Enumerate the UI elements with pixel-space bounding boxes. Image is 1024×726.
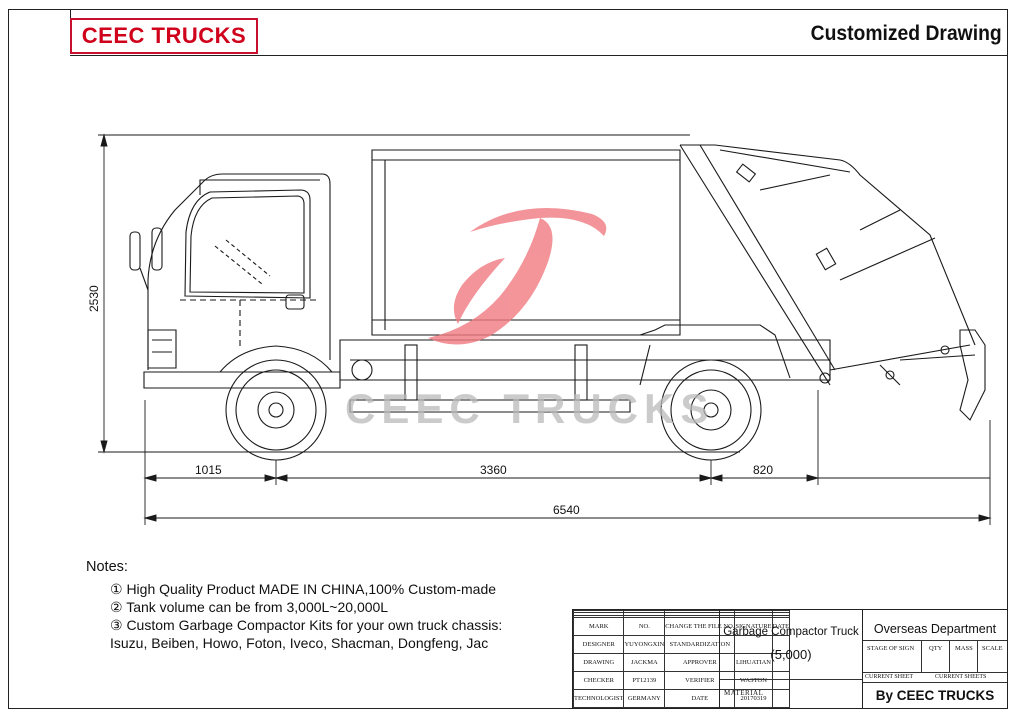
dim-front-overhang-label: 1015: [195, 463, 222, 477]
grid-cell: GERMANY: [623, 688, 666, 709]
divider: [977, 640, 978, 672]
grid-cell: MARK: [572, 616, 625, 636]
rear-wheel: [660, 359, 762, 461]
brand-name: CEEC TRUCKS: [81, 23, 247, 48]
truck-cab: [129, 173, 341, 389]
qty-label: QTY: [929, 645, 943, 652]
divider: [863, 682, 1007, 683]
chassis-frame: [339, 324, 831, 413]
brand-logo-box: CEEC TRUCKS: [70, 18, 258, 54]
product-capacity: (5,000): [770, 647, 812, 662]
current-sheets-label: CURRENT SHEETS: [935, 674, 987, 680]
front-wheel: [219, 345, 333, 461]
dim-rear-overhang-label: 820: [753, 463, 773, 477]
product-name: Garbage Compactor Truck: [723, 626, 859, 638]
by-company: By CEEC TRUCKS: [875, 688, 995, 703]
notes-section: Notes: ① High Quality Product MADE IN CH…: [86, 558, 502, 652]
note-item: ① High Quality Product MADE IN CHINA,100…: [110, 581, 497, 597]
grid-cell: CHECKER: [572, 670, 625, 690]
divider: [921, 640, 922, 672]
grid-cell: DATE: [771, 616, 791, 636]
grid-cell: JACKMA: [623, 652, 666, 672]
drawing-sheet: [8, 9, 1008, 709]
ceec-logo-watermark: [428, 208, 607, 345]
notes-heading: Notes:: [86, 559, 128, 575]
scale-label: SCALE: [982, 645, 1003, 652]
dimension-lines: [98, 133, 992, 525]
dim-overall-length-label: 6540: [553, 503, 580, 517]
grid-cell: [771, 688, 791, 709]
document-title: Customized Drawing: [810, 22, 1002, 45]
grid-cell: DRAWING: [572, 652, 625, 672]
department-name: Overseas Department: [873, 622, 997, 636]
note-item: ② Tank volume can be from 3,000L~20,000L: [110, 599, 389, 615]
compactor-body: [371, 144, 986, 421]
dim-height-label: 2530: [87, 285, 101, 312]
note-brands: Isuzu, Beiben, Howo, Foton, Iveco, Shacm…: [110, 635, 489, 651]
stage-of-sign-label: STAGE OF SIGN: [867, 645, 915, 652]
grid-cell: NO.: [623, 616, 666, 636]
product-cell: Garbage Compactor Truck (5,000) MATERIAL: [719, 610, 862, 708]
current-sheet-label: CURRENT SHEET: [865, 674, 914, 680]
grid-cell: YUYONGXIN: [623, 634, 666, 654]
dim-wheelbase-label: 3360: [480, 463, 507, 477]
divider: [720, 679, 862, 680]
grid-cell: TECHNOLOGIST: [572, 688, 625, 709]
divider: [949, 640, 950, 672]
grid-cell: DESIGNER: [572, 634, 625, 654]
note-item: ③ Custom Garbage Compactor Kits for your…: [110, 617, 503, 633]
mass-label: MASS: [955, 645, 973, 652]
ceec-text-watermark: CEEC TRUCKS: [345, 385, 714, 432]
grid-cell: PT12139: [623, 670, 666, 690]
department-cell: Overseas Department STAGE OF SIGN QTY MA…: [862, 610, 1007, 708]
material-label: MATERIAL: [724, 689, 764, 697]
divider: [863, 672, 1007, 673]
divider: [863, 640, 1007, 641]
grid-cell: 20170319: [734, 688, 773, 709]
header-rule: [70, 55, 1008, 56]
